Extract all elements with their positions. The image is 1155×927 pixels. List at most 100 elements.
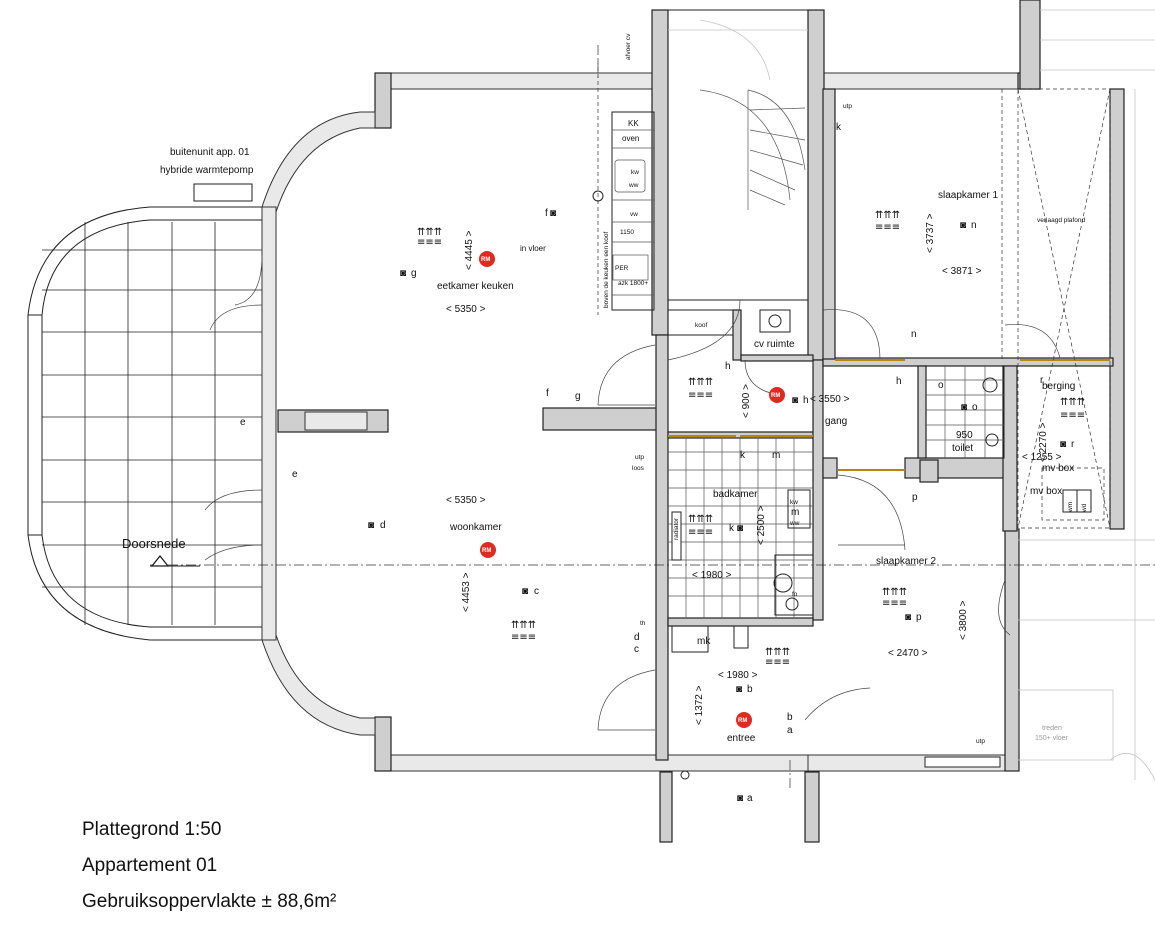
outdoor-unit: buitenunit app. 01 hybride warmtepomp <box>160 147 254 202</box>
kitchen-kw: kw <box>631 169 639 176</box>
annotation-lines <box>150 45 1155 790</box>
point-m-1: m <box>772 450 780 461</box>
point-k-3: k <box>836 122 842 133</box>
mk-label: mk <box>697 636 711 647</box>
svg-text:⇈⇈⇈: ⇈⇈⇈ <box>417 227 442 238</box>
kitchen-vw: vw <box>630 211 638 218</box>
rm-badge-eetkamer: RM <box>479 251 495 267</box>
svg-text:≡≡≡: ≡≡≡ <box>688 527 713 538</box>
point-b-1: b <box>747 684 753 695</box>
kitchen-koof-note: boven de keuken een koof <box>603 232 610 308</box>
th-label: th <box>640 620 646 627</box>
treden-label: treden <box>1042 725 1062 732</box>
svg-text:⇈⇈⇈: ⇈⇈⇈ <box>511 620 536 631</box>
kitchen-counter: KK oven kw ww vw 1150 PER azk 1800+ bove… <box>592 33 707 329</box>
rm-badge-entree: RM <box>736 712 752 728</box>
point-e-1: e <box>240 417 246 428</box>
plan-scale-title: Plattegrond 1:50 <box>82 819 222 840</box>
svg-text:⇈⇈⇈: ⇈⇈⇈ <box>1060 397 1085 408</box>
room-slaapkamer2-name: slaapkamer 2 <box>876 556 936 567</box>
room-berging-name: berging <box>1042 381 1075 392</box>
point-e-2: e <box>292 469 298 480</box>
point-k-1: k <box>740 450 746 461</box>
point-f-1: f <box>545 208 548 219</box>
point-d-1: d <box>380 520 386 531</box>
point-c-2: c <box>634 644 639 655</box>
verlaagd-plafond-label: verlaagd plafond <box>1037 217 1085 224</box>
svg-text:◙: ◙ <box>1060 439 1066 450</box>
misc-labels: in vloer verlaagd plafond mv box mv box … <box>520 103 1088 745</box>
room-slaapkamer1-name: slaapkamer 1 <box>938 190 998 201</box>
utp-label-3: utp <box>976 738 985 745</box>
point-b-2: b <box>787 712 793 723</box>
svg-text:RM: RM <box>738 718 747 724</box>
mv-box-label-2: mv box <box>1030 486 1062 497</box>
kitchen-azk: azk 1800+ <box>618 280 648 287</box>
room-badkamer-name: badkamer <box>713 489 758 500</box>
neighbour-outline: treden 150+ vloer <box>1017 9 1155 781</box>
outdoor-unit-line2: hybride warmtepomp <box>160 165 254 176</box>
room-eetkamer-name: eetkamer keuken <box>437 281 514 292</box>
utp-label-2: utp <box>843 103 852 110</box>
apartment-title: Appartement 01 <box>82 855 218 876</box>
point-r-1: r <box>1040 375 1044 386</box>
point-p-2: p <box>916 612 922 623</box>
room-slaapkamer2-width: < 2470 > <box>888 648 928 659</box>
point-f-2: f <box>546 388 549 399</box>
svg-text:⇈⇈⇈: ⇈⇈⇈ <box>765 647 790 658</box>
room-slaapkamer1-width: < 3871 > <box>942 266 982 277</box>
interior-walls <box>277 88 1114 843</box>
outdoor-unit-line1: buitenunit app. 01 <box>170 147 250 158</box>
room-toilet-width: 950 <box>956 430 973 441</box>
room-gang-depth: < 900 > <box>741 384 752 418</box>
svg-text:◙: ◙ <box>737 523 743 534</box>
section-label: Doorsnede <box>122 536 186 551</box>
ww-label: ww <box>789 520 800 527</box>
point-a-1: a <box>787 725 793 736</box>
exterior-walls <box>261 0 1125 772</box>
svg-text:◙: ◙ <box>368 520 374 531</box>
room-eetkamer-width: < 5350 > <box>446 304 486 315</box>
afvoer-cv-label: afvoer cv <box>625 33 632 60</box>
svg-text:≡≡≡: ≡≡≡ <box>882 598 907 609</box>
bathroom-tiles <box>667 437 814 619</box>
room-entree-name: entree <box>727 733 756 744</box>
wm-label: wm <box>1067 502 1074 513</box>
room-entree-width: < 1980 > <box>718 670 758 681</box>
utp-label-1: utp <box>635 454 644 461</box>
svg-text:◙: ◙ <box>522 586 528 597</box>
room-badkamer-depth: < 2500 > <box>756 505 767 545</box>
point-o-2: o <box>972 402 978 413</box>
kitchen-oven: oven <box>622 134 639 143</box>
point-n-2: n <box>911 329 917 340</box>
room-badkamer-width: < 1980 > <box>692 570 732 581</box>
svg-text:⇈⇈⇈: ⇈⇈⇈ <box>688 377 713 388</box>
stairwell <box>667 9 809 336</box>
svg-text:◙: ◙ <box>792 395 798 406</box>
svg-text:≡≡≡: ≡≡≡ <box>511 632 536 643</box>
svg-text:◙: ◙ <box>960 220 966 231</box>
rm-badge-woonkamer: RM <box>480 542 496 558</box>
electrical-points: ◙g ◙f ◙d ◙c f g e e h ◙h k m k◙ m d c ◙b… <box>240 122 1075 804</box>
in-vloer-label: in vloer <box>520 244 546 253</box>
room-slaapkamer1-depth: < 3737 > <box>925 213 936 253</box>
room-labels: eetkamer keuken < 5350 > < 4445 > woonka… <box>437 190 1075 744</box>
svg-text:≡≡≡: ≡≡≡ <box>765 657 790 668</box>
point-a-2: a <box>747 793 753 804</box>
point-g-2: g <box>575 391 581 402</box>
point-n-1: n <box>971 220 977 231</box>
kw-label: kw <box>790 499 798 506</box>
svg-text:RM: RM <box>771 393 780 399</box>
floor-heating-symbols: ⇈⇈⇈≡≡≡ ⇈⇈⇈≡≡≡ ⇈⇈⇈≡≡≡ ⇈⇈⇈≡≡≡ ⇈⇈⇈≡≡≡ ⇈⇈⇈≡≡… <box>417 210 1085 668</box>
wd-label: wd <box>1081 503 1088 513</box>
svg-text:◙: ◙ <box>961 402 967 413</box>
svg-text:◙: ◙ <box>737 793 743 804</box>
svg-text:◙: ◙ <box>736 684 742 695</box>
kitchen-1150: 1150 <box>620 229 634 236</box>
koof-label: koof <box>695 322 707 329</box>
treden-sub-label: 150+ vloer <box>1035 735 1069 742</box>
svg-text:RM: RM <box>481 257 490 263</box>
svg-text:RM: RM <box>482 548 491 554</box>
room-gang-name: gang <box>825 416 847 427</box>
